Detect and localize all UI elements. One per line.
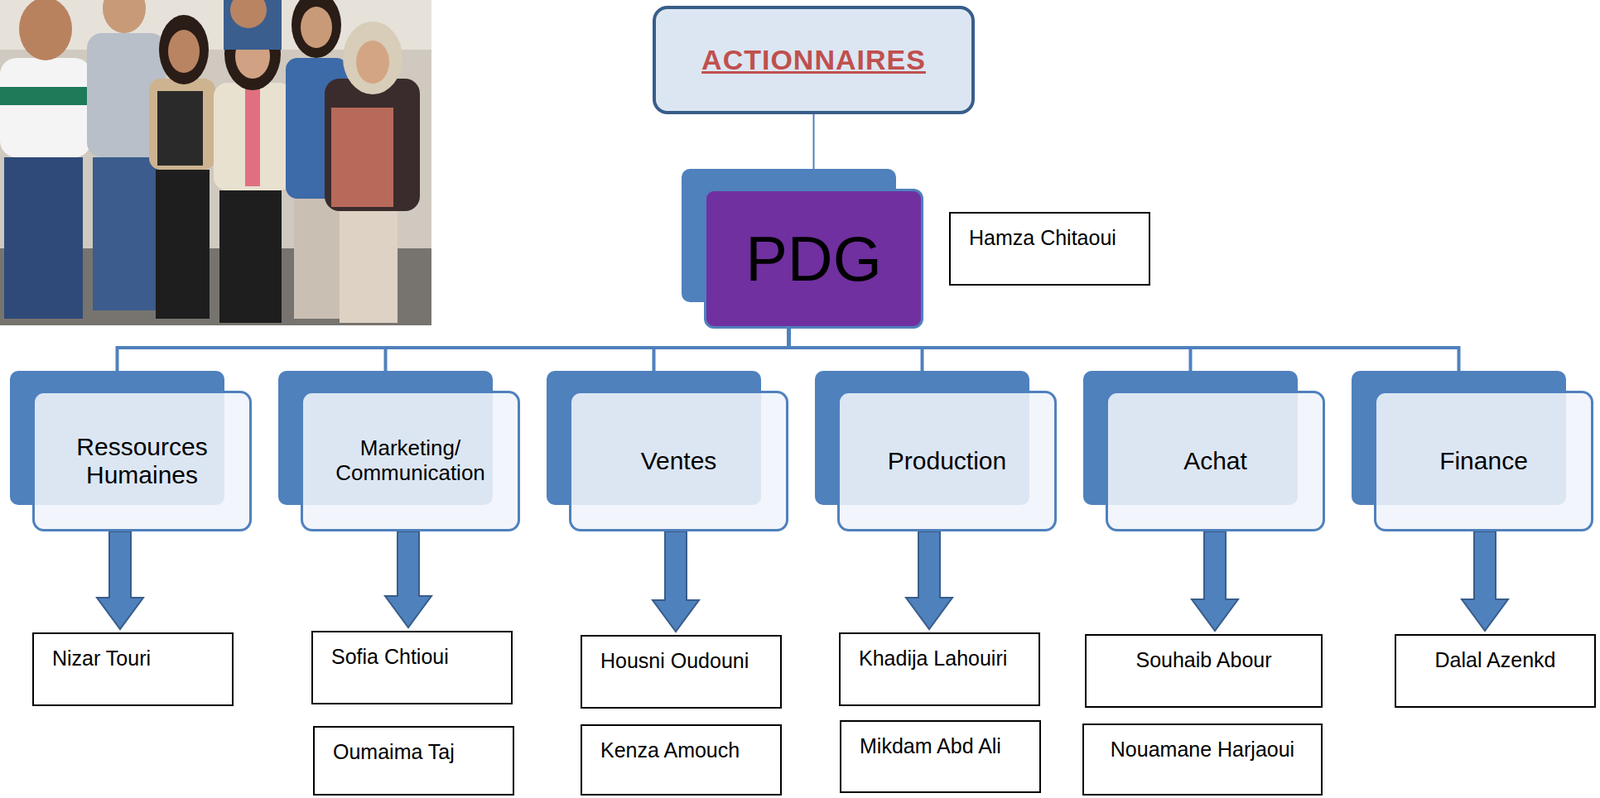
node-label: Housni Oudouni xyxy=(600,648,749,674)
node-label: Nouamane Harjaoui xyxy=(1110,737,1295,762)
shareholders-box: ACTIONNAIRES xyxy=(652,5,975,115)
person-box: Dalal Azenkd xyxy=(1394,634,1596,709)
team-photo xyxy=(0,0,432,326)
block-arrow xyxy=(385,531,432,628)
block-arrow xyxy=(1461,531,1509,632)
connector-line xyxy=(654,328,790,372)
node-label: Ventes xyxy=(640,447,718,477)
department-box: Marketing/ Communication xyxy=(300,390,521,532)
person-box: Nizar Touri xyxy=(32,632,234,707)
person xyxy=(0,0,92,319)
node-label: Mikdam Abd Ali xyxy=(859,733,1002,759)
block-arrow xyxy=(906,531,953,630)
node-label: Nizar Touri xyxy=(52,645,151,671)
node-label: Production xyxy=(887,447,1007,477)
person-box: Mikdam Abd Ali xyxy=(839,720,1041,794)
person xyxy=(213,17,293,323)
person-box: Oumaima Taj xyxy=(313,726,515,796)
connector-line xyxy=(789,328,923,372)
connector-line xyxy=(813,114,815,169)
block-arrow xyxy=(652,531,699,632)
connector-line xyxy=(789,328,1191,372)
node-label: Achat xyxy=(1183,447,1248,477)
node-label: ACTIONNAIRES xyxy=(701,43,926,77)
node-label: Dalal Azenkd xyxy=(1435,647,1557,673)
node-label: Ressources Humaines xyxy=(44,433,240,491)
department-box: Finance xyxy=(1373,390,1594,532)
person xyxy=(223,0,282,50)
department-box: Production xyxy=(837,390,1057,532)
person-box: Khadija Lahouiri xyxy=(838,632,1041,707)
person-box: Kenza Amouch xyxy=(580,724,782,796)
person xyxy=(324,21,420,323)
person xyxy=(149,14,216,319)
node-label: Kenza Amouch xyxy=(600,737,740,763)
ceo-box: PDG xyxy=(703,188,924,329)
node-label: Oumaima Taj xyxy=(332,739,455,765)
node-label: Finance xyxy=(1439,447,1528,477)
block-arrow xyxy=(1191,531,1239,632)
node-label: Sofia Chtioui xyxy=(331,644,449,670)
block-arrow xyxy=(96,531,144,630)
person-box: Hamza Chitaoui xyxy=(949,212,1151,286)
person-box: Housni Oudouni xyxy=(580,635,782,709)
department-box: Achat xyxy=(1105,390,1326,532)
node-label: PDG xyxy=(745,222,882,295)
department-box: Ressources Humaines xyxy=(32,390,252,532)
connector-line xyxy=(385,328,790,372)
node-label: Marketing/ Communication xyxy=(313,436,508,487)
person-box: Souhaib Abour xyxy=(1084,634,1323,709)
person-box: Nouamane Harjaoui xyxy=(1082,723,1323,796)
connector-line xyxy=(789,328,1460,372)
node-label: Souhaib Abour xyxy=(1135,647,1272,673)
node-label: Hamza Chitaoui xyxy=(968,225,1117,251)
node-label: Khadija Lahouiri xyxy=(858,645,1008,671)
connector-line xyxy=(117,328,790,372)
department-box: Ventes xyxy=(568,390,789,532)
person-box: Sofia Chtioui xyxy=(311,631,513,705)
